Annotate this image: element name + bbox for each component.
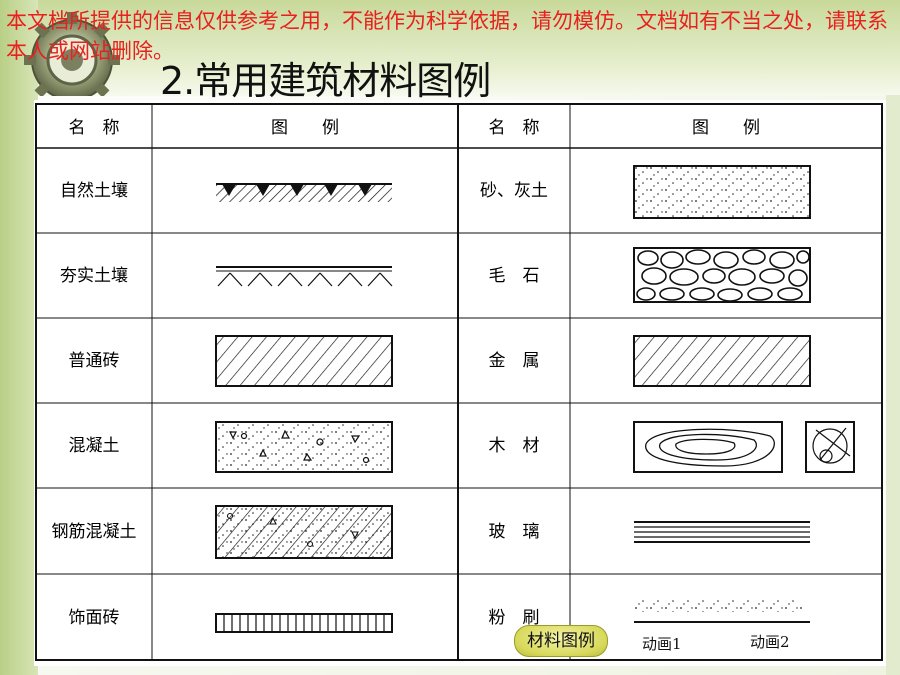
label-metal: 金 属 bbox=[489, 351, 540, 371]
label-glass: 玻 璃 bbox=[489, 522, 540, 542]
header-legend-left: 图 例 bbox=[271, 118, 339, 138]
wood-symbol bbox=[633, 421, 855, 473]
material-legend-button[interactable]: 材料图例 bbox=[514, 625, 608, 657]
glass-symbol bbox=[634, 521, 810, 543]
label-reinforced-concrete: 钢筋混凝土 bbox=[52, 522, 137, 542]
sand-lime-symbol bbox=[633, 165, 811, 219]
right-decor-band bbox=[886, 95, 900, 675]
label-brick: 普通砖 bbox=[69, 351, 120, 371]
header-name-right: 名 称 bbox=[489, 118, 540, 138]
header-name-left: 名 称 bbox=[69, 118, 120, 138]
animation-2-link[interactable]: 动画2 bbox=[750, 633, 790, 651]
natural-soil-symbol bbox=[216, 183, 392, 202]
label-natural-soil: 自然土壤 bbox=[60, 180, 128, 201]
animation-1-link[interactable]: 动画1 bbox=[642, 635, 682, 653]
rubble-symbol bbox=[633, 247, 811, 303]
metal-symbol bbox=[633, 335, 811, 387]
plaster-symbol bbox=[634, 600, 810, 623]
disclaimer-banner: 本文档所提供的信息仅供参考之用，不能作为科学依据，请勿模仿。文档如有不当之处，请… bbox=[0, 0, 900, 64]
legend-table: 名 称 图 例 名 称 图 例 自然土壤 夯实土壤 普通砖 混凝土 钢筋混凝土 … bbox=[34, 100, 886, 666]
header-legend-right: 图 例 bbox=[692, 118, 760, 138]
gear-icon bbox=[24, 12, 120, 96]
label-rubble: 毛 石 bbox=[489, 266, 540, 286]
concrete-symbol bbox=[215, 421, 393, 473]
reinforced-concrete-symbol bbox=[215, 505, 393, 559]
top-decor-band bbox=[0, 0, 900, 96]
left-decor-band bbox=[0, 0, 38, 675]
label-plaster: 粉 刷 bbox=[489, 608, 540, 628]
label-compacted-soil: 夯实土壤 bbox=[60, 265, 128, 286]
brick-symbol bbox=[215, 335, 393, 387]
compacted-soil-symbol bbox=[216, 266, 393, 287]
label-concrete: 混凝土 bbox=[69, 436, 120, 456]
label-wood: 木 材 bbox=[489, 436, 540, 456]
disclaimer-text: 本文档所提供的信息仅供参考之用，不能作为科学依据，请勿模仿。文档如有不当之处，请… bbox=[6, 9, 888, 63]
label-sand-lime: 砂、灰土 bbox=[480, 181, 548, 201]
slide-title: 2.常用建筑材料图例 bbox=[160, 59, 491, 103]
label-facing-brick: 饰面砖 bbox=[69, 608, 120, 628]
facing-brick-symbol bbox=[215, 613, 393, 633]
legend-table-svg: 名 称 图 例 名 称 图 例 自然土壤 夯实土壤 普通砖 混凝土 钢筋混凝土 … bbox=[35, 103, 883, 661]
